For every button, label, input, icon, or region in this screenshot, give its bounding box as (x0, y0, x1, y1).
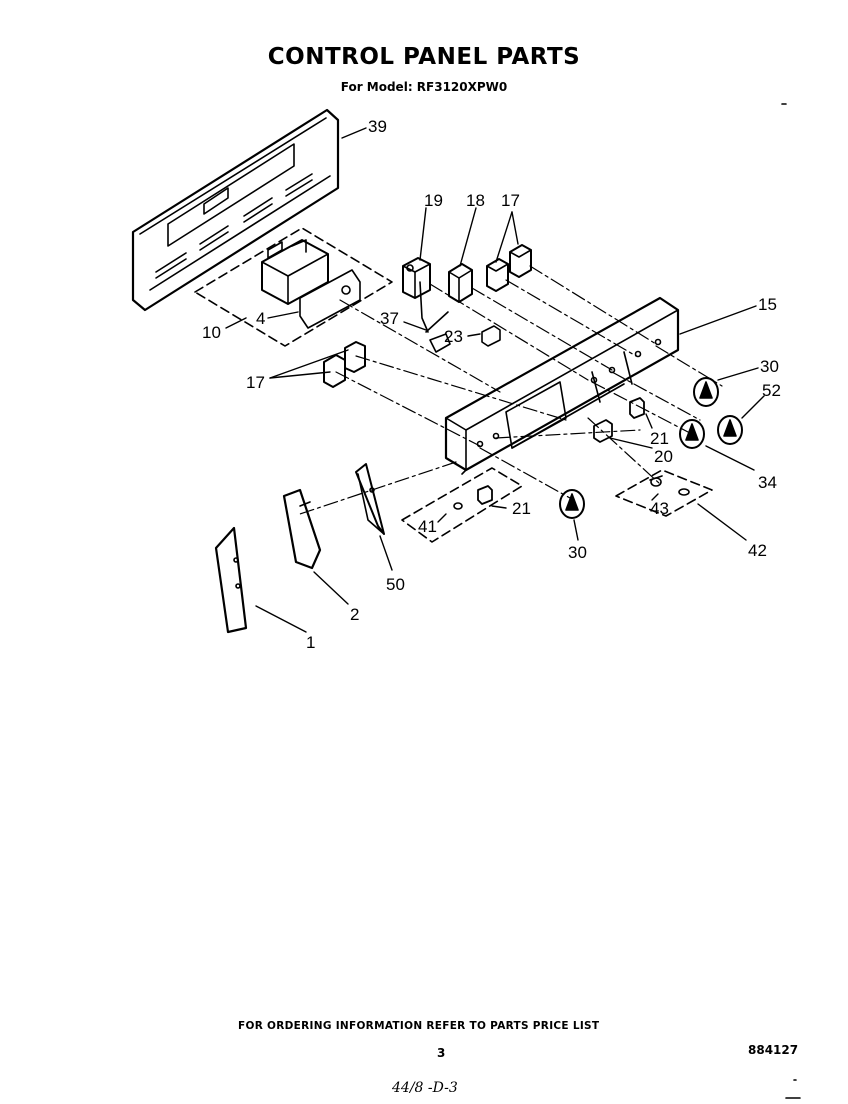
callout-30-right: 30 (760, 357, 779, 376)
ordering-info-note: FOR ORDERING INFORMATION REFER TO PARTS … (238, 1020, 600, 1032)
callout-17-top: 17 (501, 191, 520, 210)
callout-42: 42 (748, 541, 767, 560)
callout-37: 37 (380, 309, 399, 328)
callout-19: 19 (424, 191, 443, 210)
document-number: 884127 (748, 1043, 799, 1057)
switch-21 (629, 397, 645, 419)
page-title: CONTROL PANEL PARTS (267, 44, 581, 70)
callout-20: 20 (654, 447, 673, 466)
callout-30-bottom: 30 (568, 543, 587, 562)
callout-labels: 39 19 18 17 15 10 4 37 23 17 30 52 21 20… (202, 117, 781, 652)
infinite-switch-17b (509, 244, 532, 278)
callout-18: 18 (466, 191, 485, 210)
lamp-kit-box (615, 469, 713, 517)
page-number: 3 (437, 1046, 446, 1060)
model-number: For Model: RF3120XPW0 (340, 80, 508, 94)
infinite-switch-18 (448, 263, 473, 303)
callout-15: 15 (758, 295, 777, 314)
callout-21-right: 21 (650, 429, 669, 448)
handwritten-note: 44/8 -D-3 (392, 1080, 458, 1096)
callout-21-bottom: 21 (512, 499, 531, 518)
callout-1: 1 (306, 633, 315, 652)
callout-2: 2 (350, 605, 359, 624)
alignment-lines (299, 265, 723, 515)
control-knob-34 (679, 419, 705, 449)
infinite-switch-19 (402, 257, 431, 299)
leader-lines (225, 127, 765, 633)
control-panel (444, 296, 680, 475)
callout-41: 41 (418, 517, 437, 536)
bracket-2 (282, 488, 322, 570)
end-cap-1 (214, 526, 248, 634)
infinite-switch-17c (344, 341, 366, 373)
callout-39: 39 (368, 117, 387, 136)
callout-17-left: 17 (246, 373, 265, 392)
light-socket-23 (481, 325, 501, 347)
callout-50: 50 (386, 575, 405, 594)
callout-52: 52 (762, 381, 781, 400)
callout-43: 43 (650, 499, 669, 518)
bracket-50 (355, 463, 385, 535)
callout-34: 34 (758, 473, 777, 492)
scan-marks (781, 103, 801, 1099)
control-knob-30-bottom (559, 489, 585, 519)
callout-10: 10 (202, 323, 221, 342)
wire-harness (419, 281, 451, 353)
infinite-switch-17d (323, 354, 346, 388)
control-knob-30-right (693, 377, 719, 407)
control-knob-52 (717, 415, 743, 445)
clock-assembly (194, 227, 393, 347)
callout-4: 4 (256, 309, 265, 328)
callout-23: 23 (444, 327, 463, 346)
switch-20 (593, 419, 613, 443)
infinite-switch-17a (486, 258, 509, 292)
rear-console-panel (131, 108, 340, 312)
switch-kit-box (401, 467, 523, 543)
